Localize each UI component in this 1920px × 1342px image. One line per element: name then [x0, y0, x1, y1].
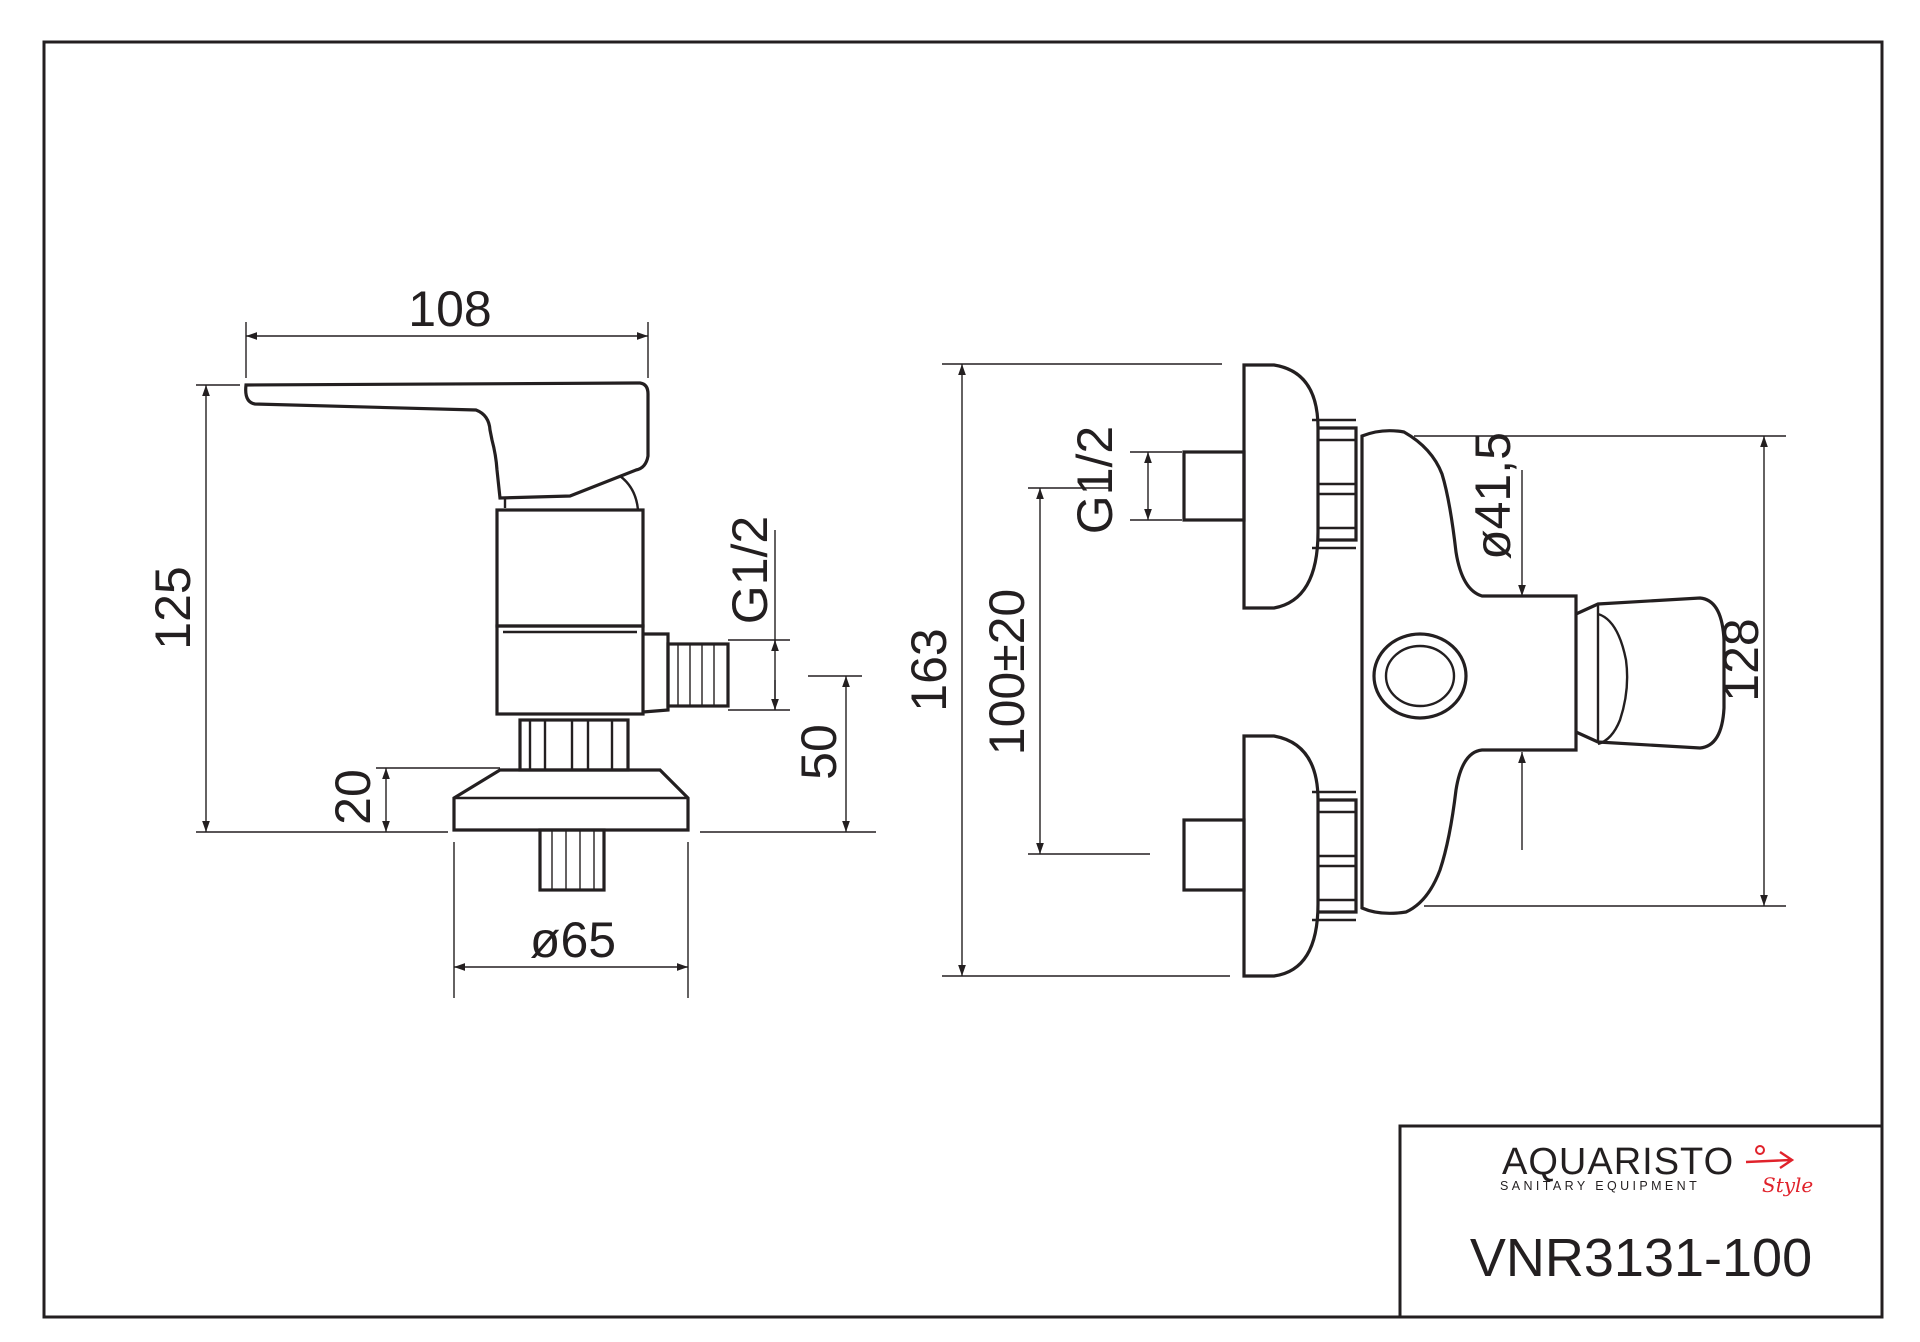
dim-total-label: 163 [901, 628, 957, 711]
bottom-wall-flange [1242, 734, 1320, 978]
mixer-body-front [1360, 429, 1578, 915]
dim-spacing-label: 100±20 [979, 589, 1035, 755]
dim-diameter-label-side: ø65 [530, 912, 616, 968]
drawing-frame [42, 40, 1884, 1319]
mixer-body [495, 508, 645, 628]
outlet-pipe [666, 642, 730, 708]
dim-height-label: 125 [145, 566, 201, 649]
inlet-pipe [538, 828, 606, 892]
dim-thread-label-side: G1/2 [722, 516, 778, 624]
dim-diameter-label-front: ø41,5 [1465, 432, 1521, 560]
top-inlet-stub [1182, 450, 1246, 522]
dim-height-label-front: 128 [1713, 618, 1769, 701]
logo-text: AQUARISTO [1502, 1141, 1734, 1183]
dim-thread-label-front: G1/2 [1067, 426, 1123, 534]
top-wall-flange [1242, 363, 1320, 610]
title-block: AQUARISTO SANITARY EQUIPMENT Style VNR31… [1398, 1124, 1884, 1319]
lever-handle [244, 381, 650, 500]
cartridge [1575, 596, 1726, 750]
bottom-inlet-stub [1182, 818, 1246, 892]
outlet-ring [1372, 632, 1468, 720]
wall-flange [452, 768, 690, 832]
logo-arrow-icon [1745, 1145, 1795, 1169]
lever-neck [503, 475, 640, 511]
outlet-nut [642, 632, 670, 714]
mixer-body-lower [495, 624, 645, 716]
side-view: 108 125 G1/2 50 20 ø65 [145, 281, 876, 998]
front-view: 163 100±20 G1/2 ø41,5 128 [901, 363, 1786, 978]
product-code: VNR3131-100 [1470, 1228, 1812, 1288]
dim-flange-label: 20 [325, 769, 381, 825]
logo-subtitle: SANITARY EQUIPMENT [1500, 1179, 1700, 1193]
dim-width-label: 108 [408, 281, 491, 337]
dim-outlet-label: 50 [791, 724, 847, 780]
logo-script: Style [1762, 1173, 1813, 1197]
